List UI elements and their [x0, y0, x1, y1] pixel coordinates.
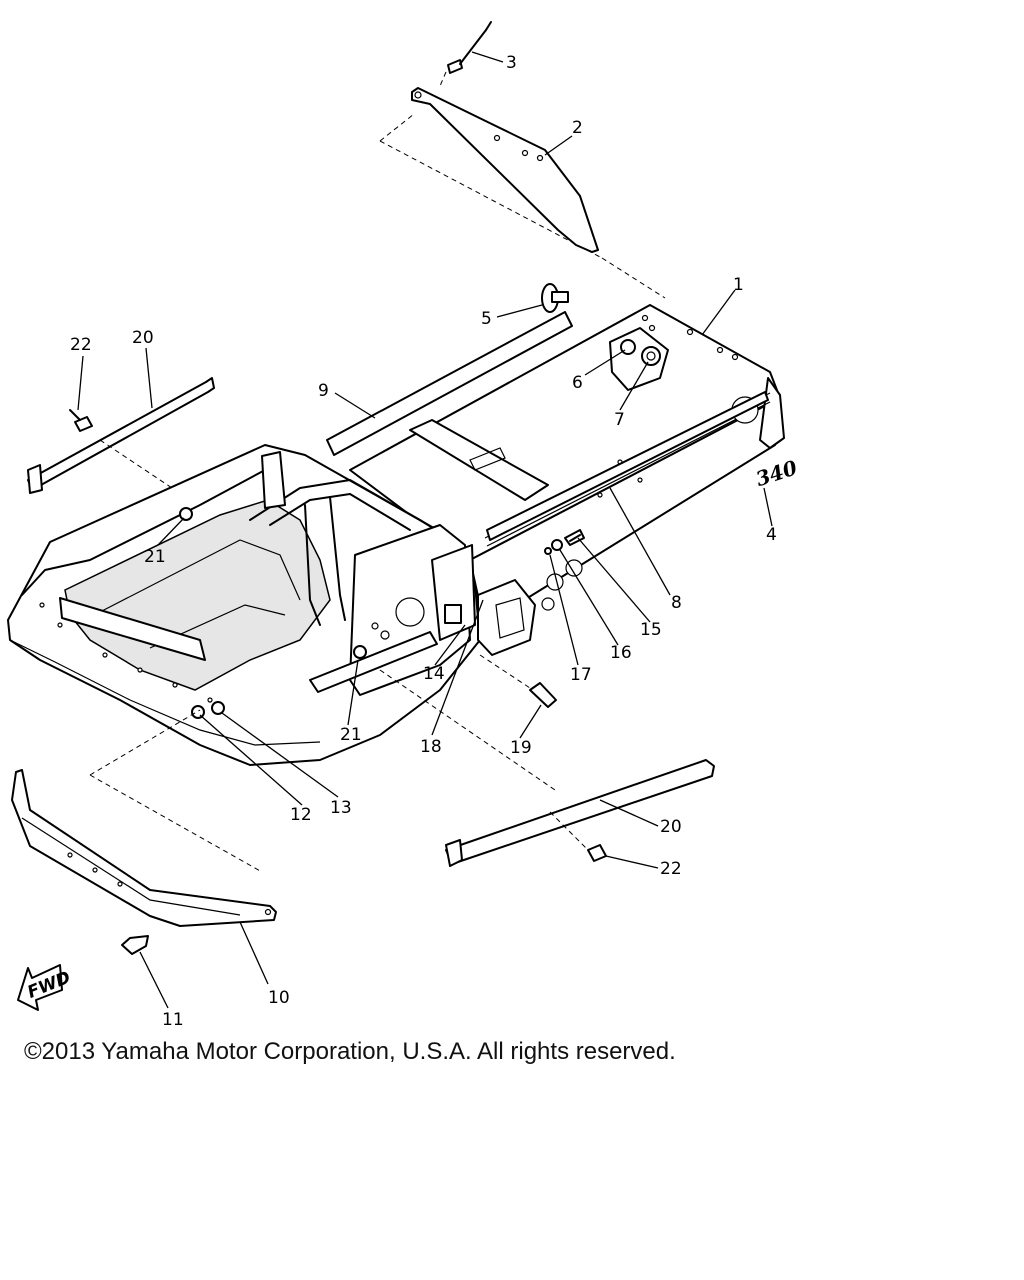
leader-lines — [77, 51, 773, 1009]
part-9-strip — [326, 311, 573, 456]
part-22-upper-rivet — [69, 409, 176, 491]
callout-13: 13 — [330, 798, 352, 818]
callout-9: 9 — [318, 381, 329, 401]
part-10-bumper — [11, 709, 277, 927]
copyright-notice: ©2013 Yamaha Motor Corporation, U.S.A. A… — [24, 1038, 676, 1065]
callout-22a: 22 — [70, 335, 92, 355]
callout-6: 6 — [572, 373, 583, 393]
callout-12: 12 — [290, 805, 312, 825]
callout-2: 2 — [572, 118, 583, 138]
callout-19: 19 — [510, 738, 532, 758]
callout-17: 17 — [570, 665, 592, 685]
decal-text: 340 — [753, 455, 800, 491]
callout-4: 4 — [766, 525, 777, 545]
part-3-rivet — [439, 21, 492, 87]
part-14-18-bracket — [431, 544, 536, 656]
callout-22b: 22 — [660, 859, 682, 879]
callout-8: 8 — [671, 593, 682, 613]
callout-14: 14 — [423, 664, 445, 684]
callout-3: 3 — [506, 53, 517, 73]
part-4-decal: 340 — [753, 455, 800, 491]
callout-20a: 20 — [132, 328, 154, 348]
part-5-grommet — [541, 283, 569, 313]
callout-20b: 20 — [660, 817, 682, 837]
callout-11: 11 — [162, 1010, 184, 1030]
callout-21b: 21 — [340, 725, 362, 745]
part-1-main-frame — [7, 304, 785, 766]
fwd-arrow-icon: FWD — [17, 964, 73, 1011]
part-2-cover-plate — [379, 87, 666, 299]
callout-10: 10 — [268, 988, 290, 1008]
callout-7: 7 — [614, 410, 625, 430]
part-20-upper-skid — [27, 377, 215, 494]
part-15-16-17-fasteners — [544, 529, 585, 555]
callout-5: 5 — [481, 309, 492, 329]
callout-18: 18 — [420, 737, 442, 757]
callout-15: 15 — [640, 620, 662, 640]
part-20-lower-skid — [379, 669, 715, 867]
callout-labels: 1 2 3 4 5 6 7 8 9 10 11 12 13 14 15 16 1… — [70, 53, 777, 1030]
nuts-12-13-21 — [179, 507, 367, 719]
callout-21a: 21 — [144, 547, 166, 567]
part-19-bolt — [479, 654, 557, 708]
part-11-bolt — [121, 935, 149, 955]
callout-16: 16 — [610, 643, 632, 663]
callout-1: 1 — [733, 275, 744, 295]
frame-exploded-diagram: 340 — [7, 21, 800, 1030]
part-6-7-bearing-plate — [609, 327, 669, 391]
part-8-side-rail — [486, 391, 769, 541]
